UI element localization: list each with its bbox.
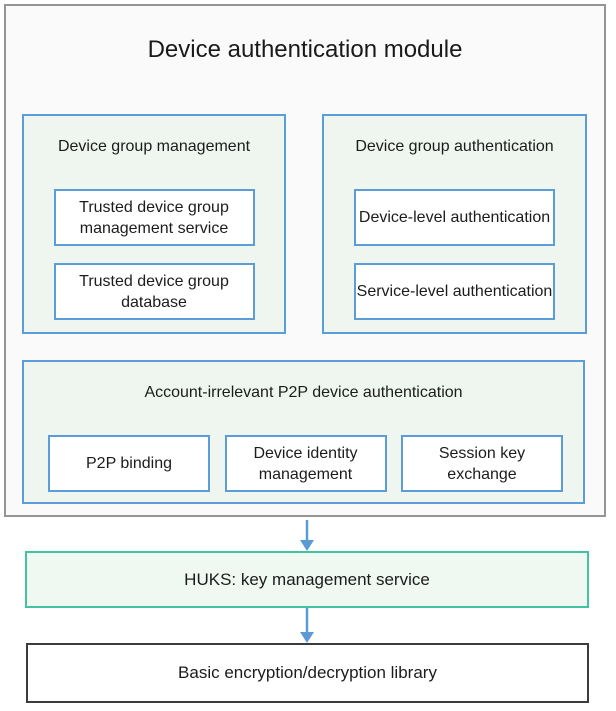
module-title: Device authentication module (147, 36, 463, 63)
huks-key-management-box: HUKS: key management service (25, 551, 589, 608)
group-items: P2P binding Device identity management S… (24, 435, 583, 492)
item-service-level-authentication: Service-level authentication (354, 263, 555, 320)
group-device-group-authentication: Device group authentication Device-level… (322, 114, 587, 334)
group-title-p2p-device-authentication: Account-irrelevant P2P device authentica… (144, 384, 463, 401)
group-title-device-group-management: Device group management (57, 138, 251, 155)
group-items: Device-level authentication Service-leve… (324, 189, 585, 320)
group-title-device-group-authentication: Device group authentication (355, 138, 554, 155)
device-authentication-module-box: Device authentication module Device grou… (4, 4, 606, 517)
item-session-key-exchange: Session key exchange (401, 435, 563, 492)
library-label: Basic encryption/decryption library (178, 663, 437, 682)
item-p2p-binding: P2P binding (48, 435, 210, 492)
item-device-identity-management: Device identity management (224, 435, 387, 492)
group-p2p-device-authentication: Account-irrelevant P2P device authentica… (22, 360, 585, 504)
item-trusted-device-group-management-service: Trusted device group management service (53, 189, 255, 246)
item-trusted-device-group-database: Trusted device group database (53, 263, 255, 320)
basic-encryption-library-box: Basic encryption/decryption library (26, 643, 589, 703)
group-items: Trusted device group management service … (24, 189, 284, 320)
item-device-level-authentication: Device-level authentication (354, 189, 555, 246)
group-device-group-management: Device group management Trusted device g… (22, 114, 286, 334)
down-arrow-icon (298, 608, 316, 643)
down-arrow-icon (298, 520, 316, 551)
huks-label: HUKS: key management service (184, 569, 430, 589)
